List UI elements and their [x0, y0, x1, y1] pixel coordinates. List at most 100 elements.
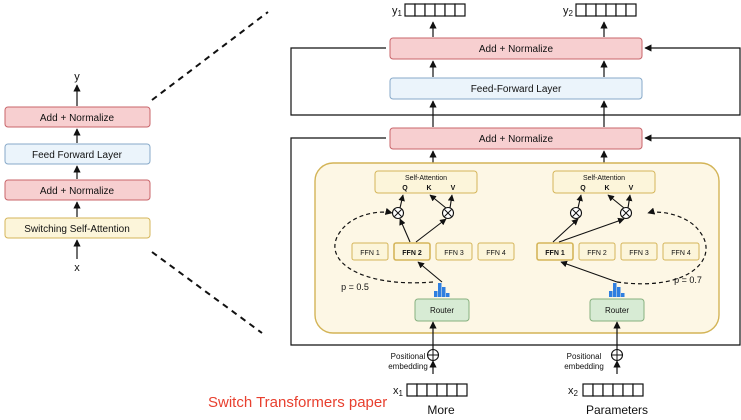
ffn-expert-box [662, 242, 700, 261]
mid-add-normalize-label: Add + Normalize [479, 134, 554, 145]
vector-cell [436, 383, 448, 397]
qkv-label: K [426, 185, 431, 192]
output-y1-label: y [392, 5, 398, 17]
router-histogram-bar [609, 291, 613, 297]
vector-cell [446, 383, 458, 397]
ffn-expert-label: FFN 2 [402, 250, 422, 257]
token-parameters: Parameters [586, 403, 648, 417]
output-vector-y2 [575, 3, 637, 17]
ffn-expert-box [620, 242, 658, 261]
router-histogram-bar [434, 291, 438, 297]
router-histogram-bar [438, 283, 442, 297]
ffn-expert-box [536, 242, 574, 261]
input-vector-x2 [582, 383, 644, 397]
input-more: Positional embedding x1 More [388, 321, 468, 417]
output-vector-y1 [404, 3, 466, 17]
router-box [589, 298, 645, 322]
vector-cell [426, 383, 438, 397]
zoom-line-bottom [151, 251, 263, 334]
output-y2: y2 [563, 3, 637, 18]
left-switching-attention [4, 217, 151, 239]
svg-text:y2: y2 [563, 5, 574, 18]
vector-cell [632, 383, 644, 397]
qkv-label: Q [580, 185, 586, 192]
vector-cell [456, 383, 468, 397]
self-attention-box [552, 170, 656, 194]
router-histogram-bar [613, 283, 617, 297]
left-block-label: Add + Normalize [40, 113, 115, 124]
vector-cell [404, 3, 416, 17]
ffn-expert-label: FFN 3 [629, 250, 649, 257]
left-input-label: x [74, 262, 80, 274]
vector-cell [444, 3, 456, 17]
router-histogram-bar [442, 287, 446, 297]
input-x1-label: x [393, 385, 399, 397]
output-y1-sub: 1 [398, 9, 403, 18]
ffn-expert-label: FFN 3 [444, 250, 464, 257]
positional-label: Positional [567, 352, 602, 361]
ffn-expert-box [351, 242, 389, 261]
output-y2-sub: 2 [569, 9, 574, 18]
vector-cell [595, 3, 607, 17]
vector-cell [434, 3, 446, 17]
feed-forward-label: Feed-Forward Layer [471, 84, 562, 95]
vector-cell [454, 3, 466, 17]
left-block-label: Switching Self-Attention [24, 224, 130, 235]
router-label: Router [430, 306, 454, 315]
router-histogram-bar [617, 287, 621, 297]
gate-probability: p = 0.7 [674, 275, 702, 285]
input-vector-x1 [406, 383, 468, 397]
embedding-label: embedding [388, 362, 428, 371]
vector-cell [612, 383, 624, 397]
input-x1-sub: 1 [399, 389, 404, 398]
left-output-label: y [74, 71, 80, 83]
ffn-expert-label: FFN 2 [587, 250, 607, 257]
svg-text:x1: x1 [393, 385, 404, 398]
input-x2-label: x [568, 385, 574, 397]
vector-cell [582, 383, 594, 397]
vector-cell [592, 383, 604, 397]
vector-cell [424, 3, 436, 17]
router-histogram-bar [446, 293, 450, 297]
ffn-expert-label: FFN 4 [671, 250, 691, 257]
left-feed-forward [4, 143, 151, 165]
left-block-label: Feed Forward Layer [32, 150, 123, 161]
svg-text:x2: x2 [568, 385, 579, 398]
residual-loop-top [290, 47, 741, 116]
self-attention-box [374, 170, 478, 194]
vector-cell [605, 3, 617, 17]
top-add-normalize [389, 37, 643, 60]
feed-forward-layer [389, 77, 643, 100]
left-stack: y Add + Normalize Feed Forward Layer Add… [4, 71, 151, 274]
output-y2-label: y [563, 5, 569, 17]
vector-cell [414, 3, 426, 17]
input-x2-sub: 2 [574, 389, 579, 398]
ffn-expert-box [477, 242, 515, 261]
embedding-label: embedding [564, 362, 604, 371]
ffn-expert-box [578, 242, 616, 261]
left-block-label: Add + Normalize [40, 186, 115, 197]
vector-cell [575, 3, 587, 17]
vector-cell [585, 3, 597, 17]
input-parameters: Positional embedding x2 Parameters [564, 321, 648, 417]
vector-cell [615, 3, 627, 17]
svg-text:y1: y1 [392, 5, 403, 18]
left-add-normalize-bottom [4, 179, 151, 201]
gate-dashed-path [616, 207, 707, 285]
ffn-expert-box [393, 242, 431, 261]
top-add-normalize-label: Add + Normalize [479, 44, 554, 55]
ffn-expert-label: FFN 4 [486, 250, 506, 257]
qkv-label: V [451, 185, 456, 192]
self-attention-label: Self-Attention [405, 175, 447, 182]
ffn-expert-label: FFN 1 [545, 250, 565, 257]
gate-probability: p = 0.5 [341, 282, 369, 292]
router-histogram-bar [621, 293, 625, 297]
zoom-line-top [151, 11, 269, 101]
qkv-label: K [604, 185, 609, 192]
vector-cell [416, 383, 428, 397]
router-box [414, 298, 470, 322]
vector-cell [406, 383, 418, 397]
self-attention-label: Self-Attention [583, 175, 625, 182]
